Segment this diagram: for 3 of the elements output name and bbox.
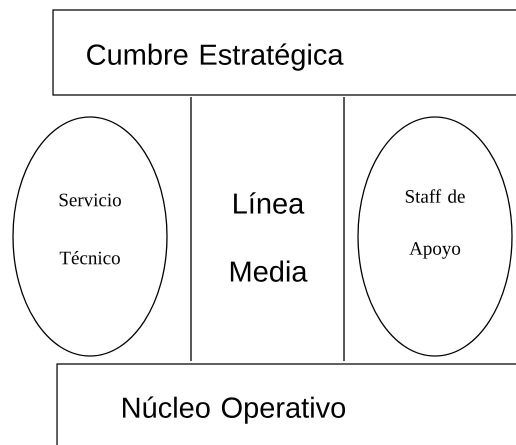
band: Núcleo Operativo — [56, 363, 516, 445]
column: Línea Media — [190, 97, 345, 361]
band: Cumbre Estratégica — [52, 9, 516, 96]
